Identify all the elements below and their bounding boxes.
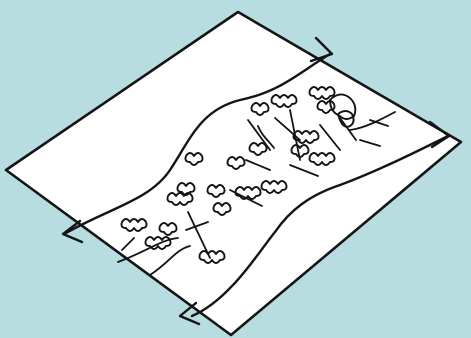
- illustration-canvas: [0, 0, 471, 338]
- stretched-terrain-map-icon: [0, 0, 471, 338]
